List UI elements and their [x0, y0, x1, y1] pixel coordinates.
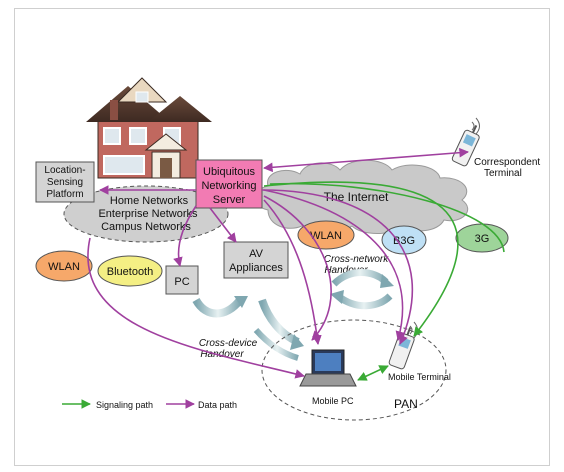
av-label-1: AV [249, 248, 264, 260]
cross-device-label-1: Cross-device [199, 338, 258, 349]
enterprise-networks-label: Enterprise Networks [98, 208, 198, 220]
signaling-paths [263, 181, 505, 381]
pc-box [165, 265, 199, 295]
home-networks-ellipse [63, 185, 229, 243]
home-networks-label: Home Networks [110, 195, 189, 207]
wlan-left-ellipse [35, 250, 93, 282]
legend: Signaling path Data path [62, 399, 237, 410]
b3g-ellipse [381, 225, 427, 255]
pan-label: PAN [394, 397, 418, 411]
bluetooth-label: Bluetooth [107, 266, 153, 278]
bluetooth-ellipse [97, 255, 163, 287]
mobile-pc-label: Mobile PC [312, 396, 354, 406]
av-label-2: Appliances [229, 262, 283, 274]
mobile-pc-icon [299, 349, 357, 387]
wlan-right-label: WLAN [310, 230, 342, 242]
data-paths [87, 147, 469, 379]
data-legend-label: Data path [198, 400, 237, 410]
pc-label: PC [174, 276, 189, 288]
ubiquitous-server-box [195, 159, 263, 209]
campus-networks-label: Campus Networks [101, 221, 191, 233]
cross-device-label-2: Handover [200, 349, 244, 360]
cross-network-label-2: Handover [324, 265, 368, 276]
location-platform-box [35, 161, 95, 203]
correspondent-label-1: Correspondent [474, 157, 540, 168]
wlan-right-ellipse [297, 220, 355, 250]
cross-network-label-1: Cross-network [324, 254, 389, 265]
3g-label: 3G [475, 233, 490, 245]
signal-waves-icon [471, 117, 480, 135]
av-appliances-box [223, 241, 289, 279]
b3g-label: B3G [393, 235, 415, 247]
house-image [86, 77, 212, 179]
location-label-1: Location- [44, 165, 85, 176]
cross-network-handover-arrows [330, 269, 394, 310]
pan-ellipse [261, 319, 447, 421]
cross-device-handover-arrows [192, 296, 304, 361]
location-label-2: Sensing [47, 177, 83, 188]
server-label-2: Networking [201, 180, 256, 192]
internet-label: The Internet [324, 190, 389, 204]
server-label-3: Server [213, 194, 246, 206]
location-label-3: Platform [46, 189, 83, 200]
signaling-legend-label: Signaling path [96, 400, 153, 410]
correspondent-label-2: Terminal [484, 168, 522, 179]
wlan-left-label: WLAN [48, 261, 80, 273]
mobile-terminal-label: Mobile Terminal [388, 372, 451, 382]
server-label-1: Ubiquitous [203, 166, 255, 178]
